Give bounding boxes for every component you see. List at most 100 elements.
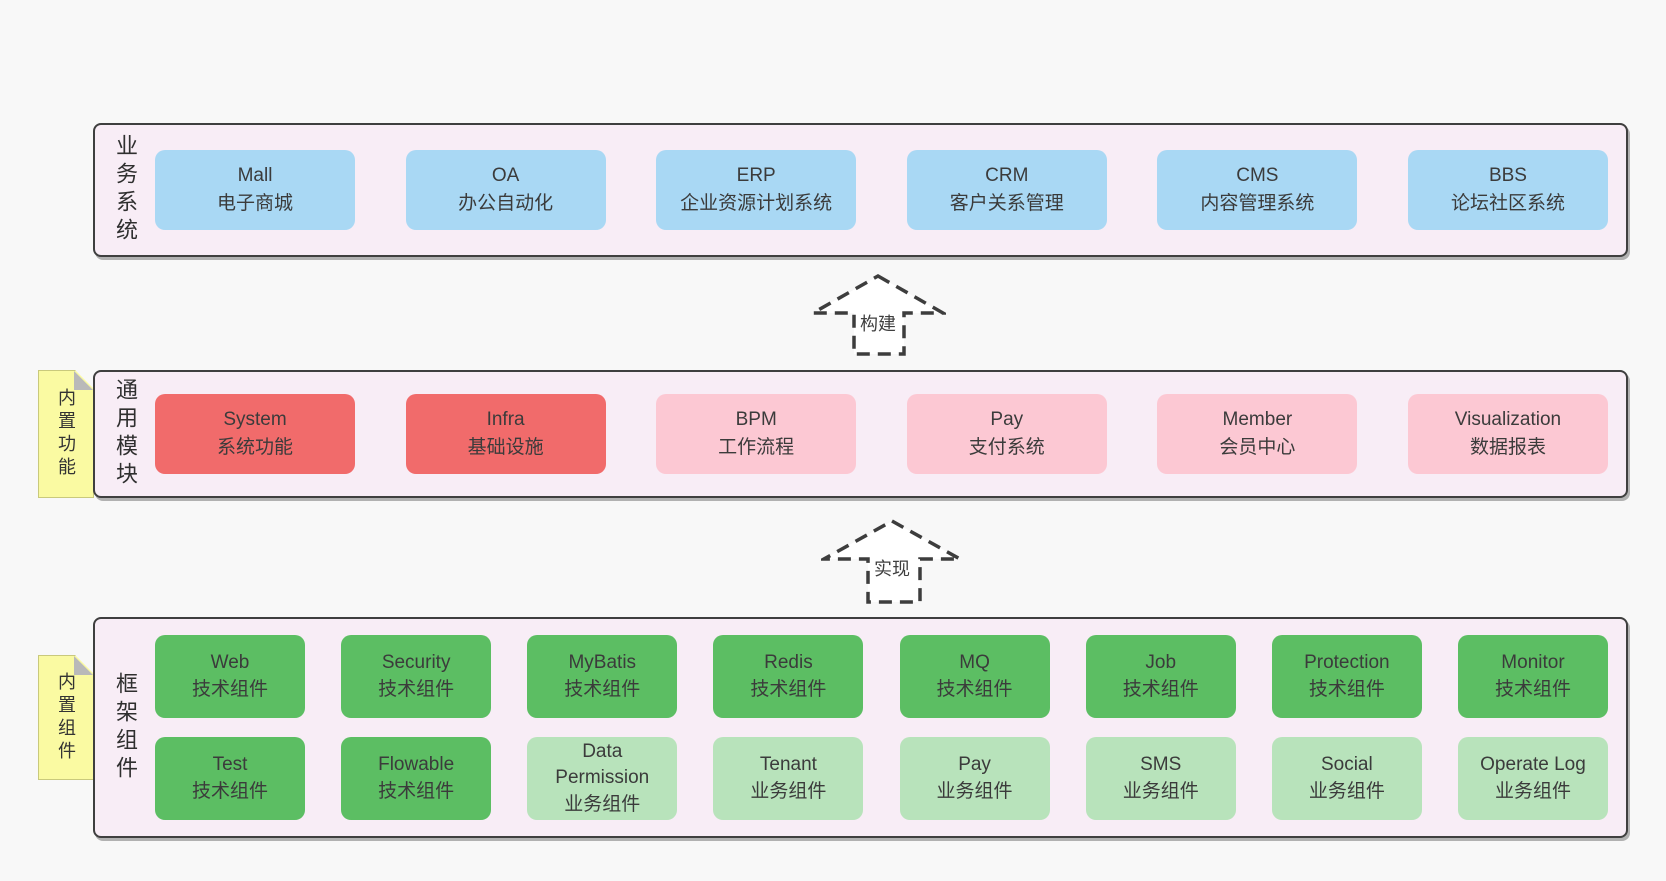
box-social: Social 业务组件 <box>1271 737 1422 820</box>
box-desc: 技术组件 <box>1308 678 1385 700</box>
box-oa: OA 办公自动化 <box>405 150 606 230</box>
arrow-label: 实现 <box>871 555 913 581</box>
box-name: Pay <box>990 408 1024 430</box>
box-test: Test 技术组件 <box>155 737 305 820</box>
box-flowable: Flowable 技术组件 <box>341 737 492 820</box>
layer-label: 通用模块 <box>113 378 138 490</box>
box-name: Job <box>1145 652 1177 674</box>
layer-business-systems: 业务系统 Mall 电子商城 OA 办公自动化 ERP 企业资源计划系统 CRM… <box>93 123 1628 257</box>
box-desc: 技术组件 <box>564 678 641 700</box>
box-name: SMS <box>1140 754 1182 776</box>
sticky-tab-label: 内置组件 <box>56 671 76 764</box>
business-boxes: Mall 电子商城 OA 办公自动化 ERP 企业资源计划系统 CRM 客户关系… <box>155 125 1626 255</box>
box-name: System <box>223 408 287 430</box>
box-pay-module: Pay 支付系统 <box>906 394 1107 474</box>
box-desc: 技术组件 <box>1494 678 1571 700</box>
box-mall: Mall 电子商城 <box>155 150 355 230</box>
module-boxes: System 系统功能 Infra 基础设施 BPM 工作流程 Pay 支付系统… <box>155 372 1626 496</box>
folded-corner-icon <box>74 371 93 390</box>
box-name: Tenant <box>759 754 817 776</box>
box-name: Visualization <box>1454 408 1562 430</box>
box-member: Member 会员中心 <box>1157 394 1358 474</box>
box-name: Pay <box>958 754 991 776</box>
box-desc: 业务组件 <box>936 780 1013 802</box>
box-name: Web <box>210 652 250 674</box>
box-desc: 业务组件 <box>1308 780 1385 802</box>
layer-label: 业务系统 <box>113 134 138 246</box>
box-name: MyBatis <box>568 652 637 674</box>
box-protection: Protection 技术组件 <box>1271 635 1422 718</box>
box-desc: 技术组件 <box>936 678 1013 700</box>
box-name: Security <box>381 652 451 674</box>
box-name: Flowable <box>378 754 455 776</box>
box-tenant: Tenant 业务组件 <box>713 737 864 820</box>
box-desc: 业务组件 <box>750 780 827 802</box>
box-desc: 办公自动化 <box>458 193 554 214</box>
layer-label: 框架组件 <box>113 671 138 784</box>
framework-row-1: Web 技术组件 Security 技术组件 MyBatis 技术组件 Redi… <box>155 635 1608 718</box>
sticky-tab-label: 内置功能 <box>56 388 76 480</box>
layer-common-modules: 通用模块 System 系统功能 Infra 基础设施 BPM 工作流程 Pay… <box>93 370 1628 498</box>
box-visualization: Visualization 数据报表 <box>1407 394 1608 474</box>
arrow-label: 构建 <box>857 310 899 336</box>
box-desc: 工作流程 <box>718 437 795 458</box>
box-desc: 业务组件 <box>564 793 641 815</box>
box-bbs: BBS 论坛社区系统 <box>1407 150 1608 230</box>
box-job: Job 技术组件 <box>1085 635 1236 718</box>
framework-row-2: Test 技术组件 Flowable 技术组件 Data Permission … <box>155 737 1608 820</box>
box-cms: CMS 内容管理系统 <box>1157 150 1358 230</box>
box-name: BBS <box>1488 164 1527 186</box>
box-name: Operate Log <box>1480 754 1586 776</box>
box-desc: 数据报表 <box>1469 437 1546 458</box>
box-name: Social <box>1320 754 1373 776</box>
box-name: Redis <box>764 652 813 674</box>
sticky-tab-builtin-features: 内置功能 <box>38 370 94 498</box>
box-name: MQ <box>959 652 990 674</box>
box-desc: 论坛社区系统 <box>1450 193 1565 214</box>
up-arrow-implement: 实现 <box>821 518 963 605</box>
box-desc: 电子商城 <box>216 193 293 214</box>
box-security: Security 技术组件 <box>341 635 492 718</box>
box-name: Monitor <box>1501 652 1565 674</box>
box-desc: 技术组件 <box>378 780 455 802</box>
box-mq: MQ 技术组件 <box>899 635 1050 718</box>
box-name: Infra <box>486 408 525 430</box>
box-name: CMS <box>1236 164 1279 186</box>
box-desc: 基础设施 <box>467 437 544 458</box>
box-name: CRM <box>985 164 1029 186</box>
box-name: Data Permission <box>555 741 650 789</box>
box-mybatis: MyBatis 技术组件 <box>527 635 678 718</box>
box-monitor: Monitor 技术组件 <box>1457 635 1608 718</box>
box-crm: CRM 客户关系管理 <box>906 150 1107 230</box>
box-desc: 内容管理系统 <box>1200 193 1315 214</box>
box-data-permission: Data Permission 业务组件 <box>527 737 678 820</box>
box-desc: 技术组件 <box>191 780 268 802</box>
box-desc: 会员中心 <box>1219 437 1296 458</box>
box-desc: 业务组件 <box>1494 780 1571 802</box>
box-name: Mall <box>237 164 273 186</box>
box-web: Web 技术组件 <box>155 635 305 718</box>
box-name: BPM <box>735 408 777 430</box>
box-name: Protection <box>1304 652 1390 674</box>
box-system: System 系统功能 <box>155 394 355 474</box>
sticky-tab-builtin-components: 内置组件 <box>38 655 94 780</box>
box-name: ERP <box>736 164 776 186</box>
box-desc: 技术组件 <box>191 678 268 700</box>
box-desc: 业务组件 <box>1122 780 1199 802</box>
layer-framework-components: 框架组件 Web 技术组件 Security 技术组件 MyBatis 技术组件… <box>93 617 1628 838</box>
box-desc: 技术组件 <box>750 678 827 700</box>
box-name: Test <box>212 754 248 776</box>
box-operate-log: Operate Log 业务组件 <box>1457 737 1608 820</box>
box-desc: 企业资源计划系统 <box>680 193 833 214</box>
box-desc: 客户关系管理 <box>949 193 1064 214</box>
box-pay-component: Pay 业务组件 <box>899 737 1050 820</box>
box-name: Member <box>1222 408 1293 430</box>
up-arrow-build: 构建 <box>810 273 946 357</box>
box-sms: SMS 业务组件 <box>1085 737 1236 820</box>
box-desc: 技术组件 <box>378 678 455 700</box>
box-bpm: BPM 工作流程 <box>656 394 857 474</box>
box-erp: ERP 企业资源计划系统 <box>656 150 857 230</box>
box-desc: 系统功能 <box>216 437 293 458</box>
box-infra: Infra 基础设施 <box>405 394 606 474</box>
